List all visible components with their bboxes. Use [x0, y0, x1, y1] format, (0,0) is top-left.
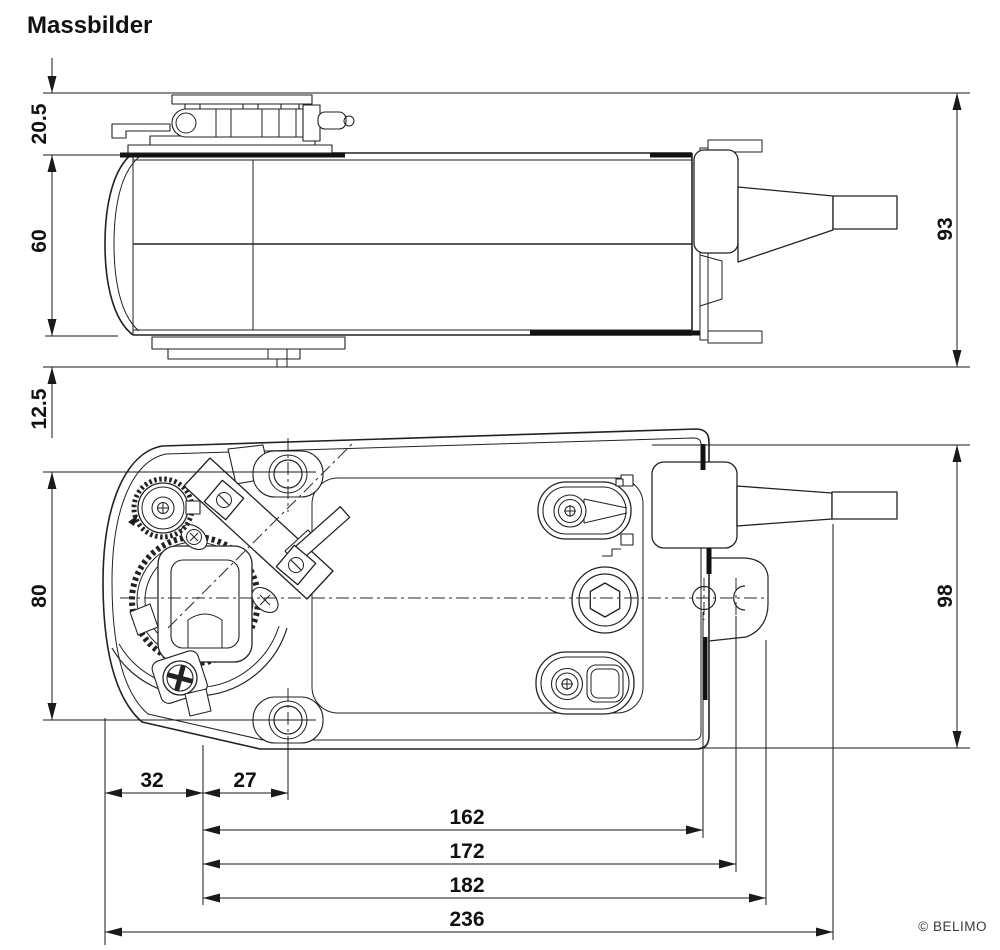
clamp-bolt-2 [275, 544, 317, 586]
cable-plan [831, 491, 898, 520]
anti-rotation-hook [111, 123, 171, 139]
position-flag-top [615, 474, 634, 487]
torx-screw-left [180, 523, 208, 551]
clamp-assembly-side [111, 94, 355, 154]
mounting-feet-side [151, 336, 346, 368]
strain-relief-plan [736, 485, 833, 527]
dim-label-98: 98 [934, 584, 957, 608]
dim-label-182: 182 [449, 874, 484, 897]
base-plate [311, 477, 644, 714]
index-arrow [128, 515, 138, 526]
page-title: Massbilder [27, 12, 152, 39]
spindle-stub [317, 111, 347, 130]
flange-tab-plan [708, 557, 769, 642]
dim-label-27: 27 [233, 769, 256, 792]
copyright-note: © BELIMO [918, 919, 987, 934]
cable-side [832, 195, 898, 230]
position-flag-bottom [602, 533, 634, 557]
cable-gland-plan [651, 461, 898, 549]
dim-label-60: 60 [28, 229, 51, 252]
cable-gland-side [693, 149, 898, 307]
dim-label-93: 93 [934, 217, 957, 240]
clamp-bolt-1 [203, 479, 245, 521]
dim-label-162: 162 [449, 806, 484, 829]
adjustment-slot-bottom [535, 651, 635, 715]
flange-tab-bottom [707, 330, 763, 344]
phillips-screw [151, 650, 212, 717]
adjustment-slot-top [537, 481, 632, 540]
torx-screw-center [251, 586, 279, 614]
clip-notch [733, 585, 746, 611]
dim-label-80: 80 [28, 584, 51, 607]
actuator-body-side [104, 139, 763, 344]
housing-plan [102, 428, 710, 750]
strain-relief [737, 186, 834, 263]
dim-label-20-5: 20.5 [28, 103, 51, 144]
spindle-stud-plan [294, 506, 351, 558]
dim-label-236: 236 [449, 908, 484, 931]
dim-label-32: 32 [140, 769, 163, 792]
side-view [104, 94, 898, 368]
dim-label-172: 172 [449, 840, 484, 863]
plan-view [102, 428, 898, 750]
centerlines [120, 438, 768, 744]
manual-override-knob [128, 476, 201, 540]
dimensions: 20.5 60 12.5 93 80 98 32 27 162 172 182 … [28, 58, 970, 945]
hex-socket [571, 566, 639, 634]
dim-label-12-5: 12.5 [28, 388, 51, 429]
universal-clamp [157, 545, 253, 663]
